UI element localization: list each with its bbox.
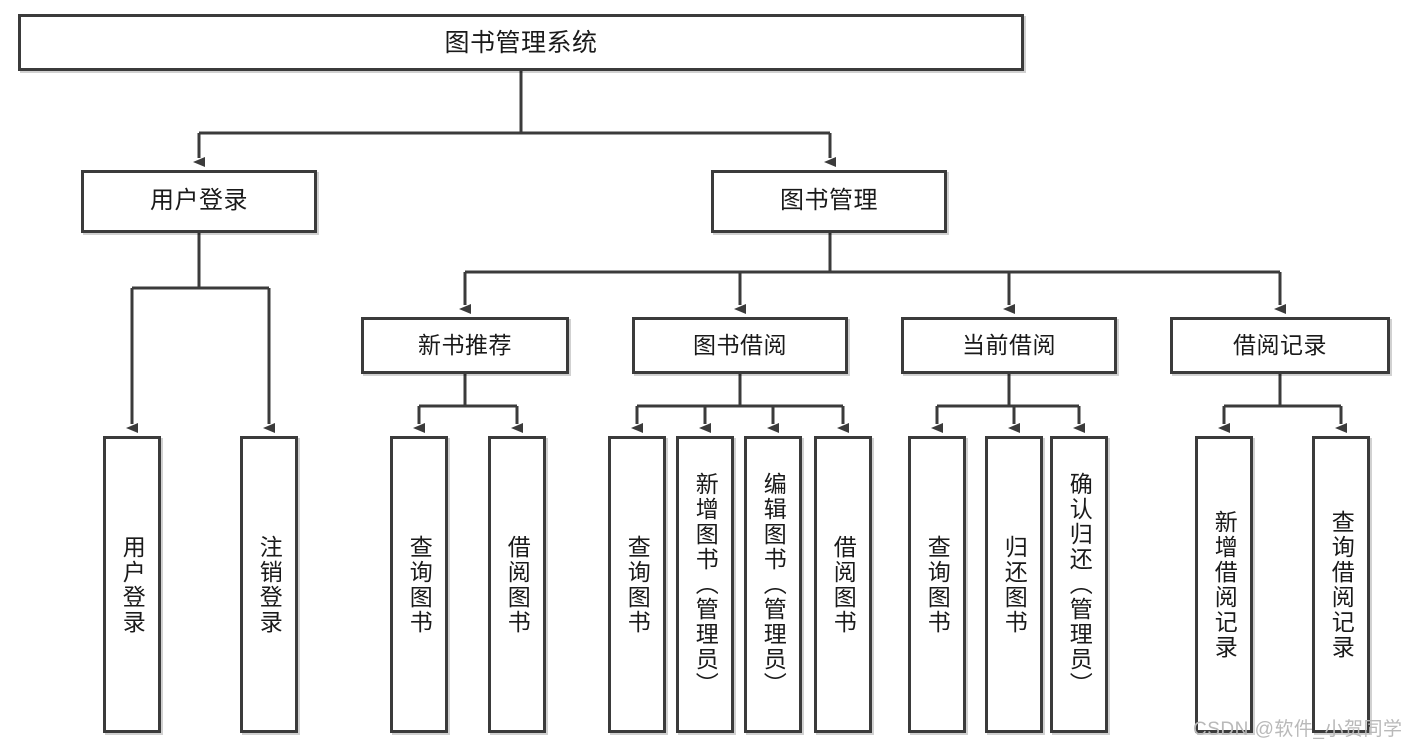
node-leaf-query-book-1[interactable]: 查询图书 bbox=[390, 436, 448, 733]
node-current-borrow[interactable]: 当前借阅 bbox=[901, 317, 1117, 374]
node-leaf-query-book-1-label: 查询图书 bbox=[406, 534, 433, 635]
node-leaf-query-book-3-label: 查询图书 bbox=[924, 534, 951, 635]
node-leaf-user-login-label: 用户登录 bbox=[119, 534, 146, 635]
node-leaf-borrow-book-1[interactable]: 借阅图书 bbox=[488, 436, 546, 733]
node-new-book-recommend[interactable]: 新书推荐 bbox=[361, 317, 569, 374]
node-leaf-user-logout-label: 注销登录 bbox=[256, 534, 283, 635]
node-leaf-borrow-book-2[interactable]: 借阅图书 bbox=[814, 436, 872, 733]
node-leaf-add-record-label: 新增借阅记录 bbox=[1211, 509, 1238, 660]
node-leaf-edit-book-label: 编辑图书（管理员） bbox=[760, 472, 787, 697]
node-leaf-add-book-label: 新增图书（管理员） bbox=[692, 472, 719, 697]
node-current-borrow-label: 当前借阅 bbox=[962, 331, 1056, 358]
node-root[interactable]: 图书管理系统 bbox=[18, 14, 1024, 71]
node-leaf-query-record-label: 查询借阅记录 bbox=[1328, 509, 1355, 660]
node-borrow-record[interactable]: 借阅记录 bbox=[1170, 317, 1390, 374]
node-leaf-user-logout[interactable]: 注销登录 bbox=[240, 436, 298, 733]
node-book-borrow-label: 图书借阅 bbox=[693, 331, 787, 358]
node-new-book-recommend-label: 新书推荐 bbox=[418, 331, 512, 358]
node-book-borrow[interactable]: 图书借阅 bbox=[632, 317, 848, 374]
node-root-label: 图书管理系统 bbox=[444, 28, 598, 57]
node-leaf-borrow-book-1-label: 借阅图书 bbox=[504, 534, 531, 635]
node-leaf-return-book-label: 归还图书 bbox=[1001, 534, 1028, 635]
node-user-login[interactable]: 用户登录 bbox=[81, 170, 317, 233]
node-book-manage[interactable]: 图书管理 bbox=[711, 170, 947, 233]
node-borrow-record-label: 借阅记录 bbox=[1233, 331, 1327, 358]
node-leaf-query-book-2-label: 查询图书 bbox=[624, 534, 651, 635]
node-leaf-add-book[interactable]: 新增图书（管理员） bbox=[676, 436, 734, 733]
node-leaf-query-record[interactable]: 查询借阅记录 bbox=[1312, 436, 1370, 733]
node-leaf-query-book-2[interactable]: 查询图书 bbox=[608, 436, 666, 733]
node-leaf-edit-book[interactable]: 编辑图书（管理员） bbox=[744, 436, 802, 733]
node-book-manage-label: 图书管理 bbox=[780, 187, 878, 215]
node-user-login-label: 用户登录 bbox=[150, 187, 248, 215]
csdn-watermark: CSDN @软件_小贺同学 bbox=[1193, 719, 1403, 740]
node-leaf-add-record[interactable]: 新增借阅记录 bbox=[1195, 436, 1253, 733]
node-leaf-confirm-return[interactable]: 确认归还（管理员） bbox=[1050, 436, 1108, 733]
node-leaf-query-book-3[interactable]: 查询图书 bbox=[908, 436, 966, 733]
node-leaf-user-login[interactable]: 用户登录 bbox=[103, 436, 161, 733]
node-leaf-return-book[interactable]: 归还图书 bbox=[985, 436, 1043, 733]
node-leaf-confirm-return-label: 确认归还（管理员） bbox=[1066, 472, 1093, 697]
node-leaf-borrow-book-2-label: 借阅图书 bbox=[830, 534, 857, 635]
